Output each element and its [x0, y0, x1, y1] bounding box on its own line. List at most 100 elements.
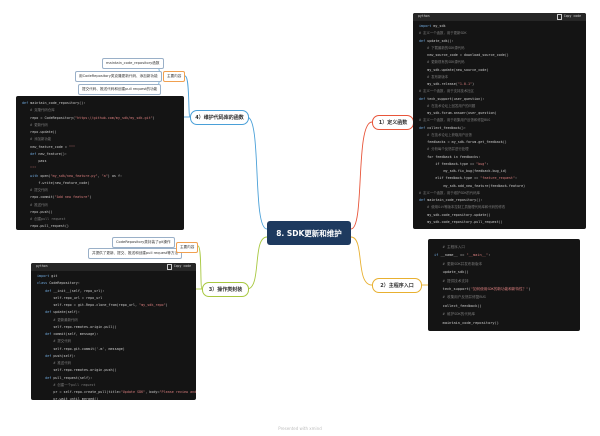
code-line: repo = CodeRepository("https://github.co… — [22, 115, 155, 120]
code-line: # 更新代码 — [22, 122, 48, 127]
code-lines: import git class CodeRepository: def __in… — [31, 271, 196, 400]
code-line: # 更新现有的SDK源代码 — [419, 60, 465, 65]
code-line: def update(self): — [37, 310, 80, 315]
leaf-class-methods[interactable]: 并提供了更新、提交、推送和创建pull request等方法 — [88, 248, 183, 259]
code-line: def tech_support(user_question): — [419, 96, 485, 101]
code-line: # 主程序入口 — [434, 245, 465, 249]
code-block-maintain-repo: def maintain_code_repository(): # 克隆代码仓库… — [16, 96, 184, 230]
edge-b1 — [350, 121, 373, 230]
code-line: # 维护SDK的代码库 — [434, 312, 476, 317]
code-line: def update_sdk(): — [419, 38, 454, 43]
language-label: python — [36, 264, 48, 269]
code-block-class-wrapper: python Copy code import git class CodeRep… — [31, 263, 196, 400]
leaf-class-git-ops[interactable]: CodeRepository类封装了git操作 — [112, 237, 175, 248]
code-line: my_sdk.release("1.0.1") — [419, 82, 475, 86]
code-line: def maintain_code_repository(): — [22, 101, 86, 105]
code-line: # 提供技术支持 — [434, 278, 469, 283]
code-line: # 在技术论坛上回答用户的问题 — [419, 103, 476, 108]
code-line: new_feature_code = """ — [22, 144, 76, 149]
language-label: python — [418, 14, 430, 19]
code-line: self.repo.remotes.origin.push() — [37, 368, 117, 373]
code-line: my_sdk.code_repository.update() — [419, 212, 491, 217]
code-line: # 在技术论坛上获取用户反馈 — [419, 132, 472, 137]
edge-b2 — [350, 236, 373, 286]
code-line: import git — [37, 274, 58, 278]
tag-main-content-b4[interactable]: 主要内容 — [163, 71, 186, 82]
code-line: repo.commit("Add new feature") — [22, 195, 92, 200]
branch-main-entry[interactable]: 2）主程序入口 — [372, 278, 422, 293]
code-line: update_sdk() — [434, 270, 469, 275]
leaf-maintain-function[interactable]: maintain_code_repository函数 — [102, 58, 164, 69]
code-line: f.write(new_feature_code) — [22, 180, 90, 185]
code-line: elif feedback.type == "feature_request": — [419, 176, 517, 181]
code-line: def maintain_code_repository(): — [419, 198, 483, 202]
copy-icon — [166, 264, 172, 270]
code-line: my_sdk.forum.answer(user_question) — [419, 111, 497, 115]
code-line: my_sdk.fix_bug(feedback.bug_id) — [419, 169, 507, 173]
code-line: self.repo.git.commit('-m', message) — [37, 346, 125, 351]
code-line: # 提交代码 — [37, 339, 71, 344]
code-line: # 收集用户反馈并修复BUG — [434, 295, 486, 300]
copy-code-button[interactable]: Copy code — [166, 263, 191, 270]
code-line: # 推送代码 — [37, 361, 71, 365]
tag-main-content-b3[interactable]: 主要内容 — [176, 242, 199, 253]
leaf-commit-push[interactable]: 提交代码、推送代码和创建pull request的功能 — [78, 84, 162, 95]
code-line: self.repo.remotes.origin.pull() — [37, 324, 117, 329]
code-line: pass — [22, 159, 47, 163]
code-line: # 更新最新代码 — [37, 317, 78, 322]
code-line: # 创建pull request — [22, 217, 66, 221]
code-line: pr = self.repo.create_pull(title="Update… — [37, 390, 196, 394]
branch-class-wrapper[interactable]: 3）操作类封装 — [202, 282, 249, 297]
code-line: repo.push() — [22, 209, 53, 214]
branch-maintain-repo[interactable]: 4）维护代码库的函数 — [190, 110, 249, 125]
code-line: def push(self): — [37, 353, 76, 358]
leaf-clone-update[interactable]: 用CodeRepository类克隆更新代码、添加新功能 — [75, 71, 162, 82]
code-line: def __init__(self, repo_url): — [37, 288, 105, 293]
code-line: my_sdk.code_repository.pull_request() — [419, 219, 503, 224]
code-line: # 克隆代码仓库 — [22, 108, 55, 113]
code-header: python Copy code — [31, 263, 196, 271]
code-line: import my_sdk — [419, 24, 446, 28]
code-line: # 分析每个反馈并进行处理 — [419, 147, 469, 152]
code-line: def collect_feedback(): — [419, 125, 466, 130]
code-line: # 推送代码 — [22, 202, 48, 207]
copy-code-button[interactable]: Copy code — [556, 13, 581, 20]
code-line: # 创建一个pull request — [37, 382, 96, 387]
code-line: new_source_code = download_source_code() — [419, 53, 509, 57]
code-line: feedbacks = my_sdk.forum.get_feedback() — [419, 140, 507, 144]
code-lines: # 主程序入口 if __name__ == "__main__": # 更新SD… — [428, 239, 580, 329]
branch-define-functions[interactable]: 1）定义函数 — [372, 115, 414, 130]
code-line: # 定义一个函数，用于更新SDK — [419, 31, 467, 36]
code-line: def pull_request(self): — [37, 375, 93, 380]
code-line: # 使用Git等版本控制工具管理代码库和代码的修改 — [419, 205, 506, 210]
code-line: maintain_code_repository() — [434, 320, 499, 325]
code-line: repo.update() — [22, 130, 57, 134]
footer-credit: Presented with xmind — [278, 426, 322, 431]
code-line: def commit(self, message): — [37, 332, 99, 336]
edge-b3 — [246, 236, 268, 290]
code-line: def new_feature(): — [22, 151, 67, 156]
code-line: # 添加新功能 — [22, 137, 52, 142]
code-header: python Copy code — [413, 13, 586, 21]
code-line: if __name__ == "__main__": — [434, 253, 491, 258]
code-line: # 提交代码 — [22, 188, 48, 192]
code-lines: import my_sdk # 定义一个函数，用于更新SDK def update_… — [413, 21, 586, 228]
code-line: self.repo = git.Repo.clone_from(repo_url… — [37, 303, 168, 307]
code-block-main-entry: # 主程序入口 if __name__ == "__main__": # 更新SD… — [428, 239, 580, 331]
code-line: for feedback in feedbacks: — [419, 154, 481, 159]
code-line: # 发布新版本 — [419, 74, 449, 79]
code-line: class CodeRepository: — [37, 281, 80, 286]
central-topic[interactable]: 8. SDK更新和维护 — [267, 221, 351, 245]
code-line: """ — [30, 166, 37, 171]
code-line: pr.wait_until_merged() — [37, 397, 99, 400]
code-line: with open("my_sdk/new_feature.py", "a") … — [22, 173, 123, 178]
edge-b4 — [246, 116, 268, 230]
code-line: # 更新SDK并发布新版本 — [434, 261, 483, 266]
code-line: # 下载最新的SDK源代码 — [419, 45, 465, 50]
code-line: tech_support("如何使用SDK的新功能和新特性？") — [434, 286, 531, 291]
code-line: if feedback.type == "bug": — [419, 161, 489, 166]
copy-icon — [556, 14, 562, 20]
code-lines: def maintain_code_repository(): # 克隆代码仓库… — [16, 96, 184, 230]
code-block-define-functions: python Copy code import my_sdk # 定义一个函数，用… — [413, 13, 586, 229]
code-line: my_sdk.add_new_feature(feedback.feature) — [419, 183, 526, 188]
